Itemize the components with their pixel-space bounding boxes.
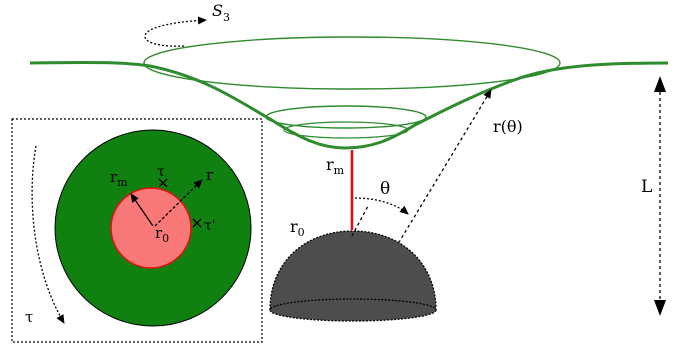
r-theta-label: r(θ)	[493, 117, 523, 136]
inset-panel: τ rm r τ τ' r0	[11, 118, 263, 343]
throat-profile-curve	[29, 60, 669, 150]
length-arrowhead-top	[654, 76, 666, 92]
inset-tau-label: τ	[157, 164, 165, 180]
hemisphere-base	[269, 298, 437, 322]
inset-rm-label: rm	[110, 168, 128, 189]
s3-rotation: S3	[144, 1, 230, 47]
inset-r-label: r	[206, 166, 214, 184]
s3-rotation-arrow	[144, 16, 207, 47]
theta-label: θ	[380, 179, 390, 199]
throat-upper-ring	[143, 36, 561, 90]
inset-frame	[11, 118, 263, 343]
inset-rm-arrow	[130, 193, 154, 227]
rm-label: rm	[326, 155, 345, 177]
throat-lower-ring	[283, 121, 409, 139]
length-indicator: L	[641, 76, 666, 316]
inset-tau-prime-label: τ'	[204, 218, 216, 234]
length-label: L	[641, 177, 652, 197]
throat-middle-ring	[265, 105, 427, 129]
theta-arc	[354, 197, 409, 215]
throat-surface	[29, 36, 669, 150]
hemisphere: r0	[269, 205, 437, 322]
inset-r0-label: r0	[155, 224, 169, 245]
theta-angle: θ	[354, 179, 409, 215]
inset-r-arrow	[154, 179, 203, 227]
inset-tau-arrow	[31, 145, 65, 324]
s3-label: S3	[212, 1, 230, 24]
hemisphere-body	[269, 230, 437, 311]
inset-tau-marker	[158, 178, 168, 188]
inset-tau-prime-marker	[192, 218, 202, 228]
inset-tau-outer-label: τ	[25, 308, 33, 326]
string: rm	[326, 150, 354, 230]
length-arrowhead-bottom	[654, 300, 666, 316]
r0-label: r0	[290, 217, 305, 239]
inset-inner-disk	[110, 187, 192, 269]
